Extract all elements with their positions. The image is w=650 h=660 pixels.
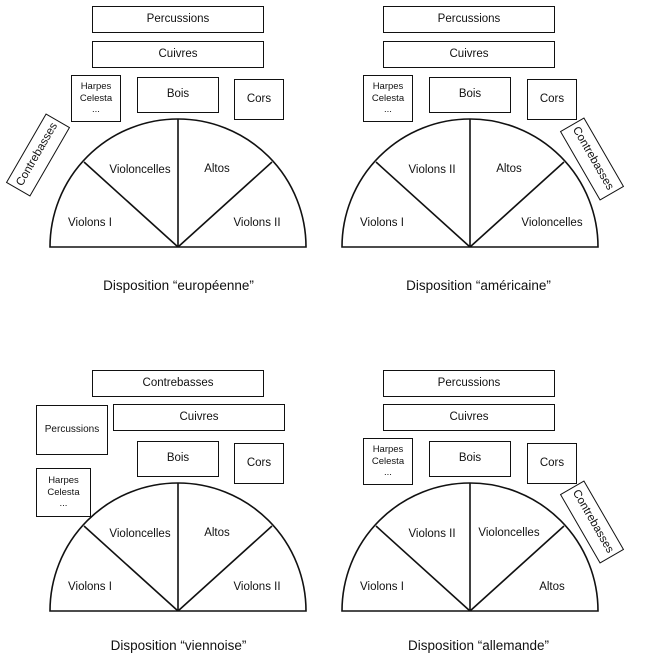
section-label: Violons I xyxy=(68,217,112,229)
box-label: Cors xyxy=(246,92,272,105)
box-label: Cuivres xyxy=(449,410,489,423)
box-label: Percussions xyxy=(44,424,100,436)
box-bois: Bois xyxy=(137,441,219,477)
box-label: Celesta xyxy=(79,92,113,104)
section-divider xyxy=(177,525,273,612)
box-label: Celesta xyxy=(371,455,405,467)
section-divider xyxy=(375,525,471,612)
section-label: Violons I xyxy=(68,581,112,593)
section-divider xyxy=(83,161,179,248)
box-label: Cors xyxy=(539,92,565,105)
box-label: Cuivres xyxy=(158,47,198,60)
section-label: Violons II xyxy=(233,217,280,229)
box-percussions: Percussions xyxy=(36,405,108,455)
caption-viennoise: Disposition “viennoise” xyxy=(110,638,247,653)
box-label: Harpes xyxy=(48,474,79,486)
box-percussions: Percussions xyxy=(383,370,555,397)
section-label: Violons II xyxy=(408,164,455,176)
section-label: Violons I xyxy=(360,581,404,593)
section-label: Violoncelles xyxy=(521,217,582,229)
box-label: Cuivres xyxy=(179,410,219,423)
box-label: ... xyxy=(384,104,392,116)
box-label: ... xyxy=(384,467,392,479)
section-label: Violoncelles xyxy=(478,527,539,539)
section-label: Altos xyxy=(539,581,565,593)
box-cuivres: Cuivres xyxy=(383,404,555,431)
caption-allemande: Disposition “allemande” xyxy=(407,638,550,653)
section-label: Altos xyxy=(204,527,230,539)
box-percussions: Percussions xyxy=(383,6,555,33)
box-label: Harpes xyxy=(372,80,404,92)
box-label: Percussions xyxy=(437,12,501,25)
box-label: Cuivres xyxy=(449,47,489,60)
box-label: Cors xyxy=(539,456,565,469)
section-label: Violoncelles xyxy=(109,164,170,176)
section-label: Altos xyxy=(496,163,522,175)
box-label: Contrebasses xyxy=(142,376,214,389)
box-contrebasses: Contrebasses xyxy=(92,370,264,397)
box-label: Bois xyxy=(458,452,482,465)
box-label: Bois xyxy=(166,88,190,101)
box-label: Bois xyxy=(458,88,482,101)
section-label: Altos xyxy=(204,163,230,175)
section-divider xyxy=(83,525,179,612)
section-label: Violons II xyxy=(408,528,455,540)
box-cuivres: Cuivres xyxy=(92,41,264,68)
box-cuivres: Cuivres xyxy=(383,41,555,68)
caption-europeenne: Disposition “européenne” xyxy=(103,278,254,293)
box-cors: Cors xyxy=(234,79,284,120)
box-label: Harpes xyxy=(80,80,112,92)
box-label: Percussions xyxy=(437,376,501,389)
box-bois: Bois xyxy=(429,77,511,113)
section-divider xyxy=(375,161,471,248)
box-harpes-celesta: Harpes Celesta ... xyxy=(363,438,413,485)
box-label: Bois xyxy=(166,452,190,465)
box-label: Cors xyxy=(246,456,272,469)
box-percussions: Percussions xyxy=(92,6,264,33)
box-bois: Bois xyxy=(137,77,219,113)
caption-americaine: Disposition “américaine” xyxy=(406,278,551,293)
section-divider xyxy=(177,161,273,248)
section-divider xyxy=(469,525,565,612)
box-cors: Cors xyxy=(527,79,577,120)
box-cuivres: Cuivres xyxy=(113,404,285,431)
box-label: ... xyxy=(92,104,100,116)
box-label: ... xyxy=(59,498,68,510)
section-divider xyxy=(469,161,565,248)
box-bois: Bois xyxy=(429,441,511,477)
section-label: Violoncelles xyxy=(109,528,170,540)
box-label: Harpes xyxy=(372,443,404,455)
section-label: Violons II xyxy=(233,581,280,593)
box-label: Celesta xyxy=(47,486,80,498)
box-label: Percussions xyxy=(146,12,210,25)
section-label: Violons I xyxy=(360,217,404,229)
box-harpes-celesta: Harpes Celesta ... xyxy=(36,468,91,517)
box-cors: Cors xyxy=(527,443,577,484)
box-cors: Cors xyxy=(234,443,284,484)
box-harpes-celesta: Harpes Celesta ... xyxy=(71,75,121,122)
box-label: Celesta xyxy=(371,92,405,104)
box-harpes-celesta: Harpes Celesta ... xyxy=(363,75,413,122)
